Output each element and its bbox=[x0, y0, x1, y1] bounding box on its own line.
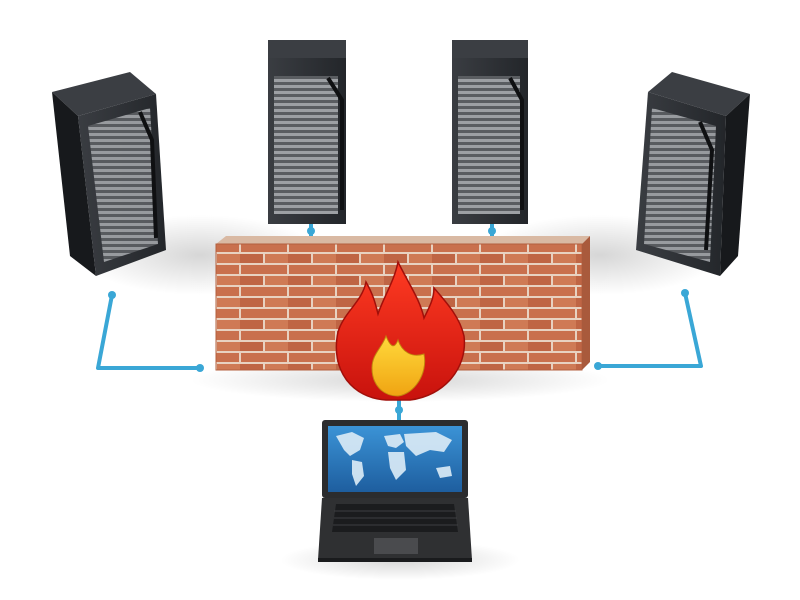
flame-icon bbox=[335, 259, 466, 401]
cable-endpoints bbox=[108, 227, 689, 414]
server-rack-icon bbox=[452, 40, 528, 224]
world-map-icon bbox=[336, 432, 452, 486]
server-rack-icon bbox=[636, 72, 750, 276]
laptop-icon bbox=[318, 420, 472, 562]
server-rack-icon bbox=[268, 40, 346, 224]
server-rack-icon bbox=[52, 72, 166, 276]
